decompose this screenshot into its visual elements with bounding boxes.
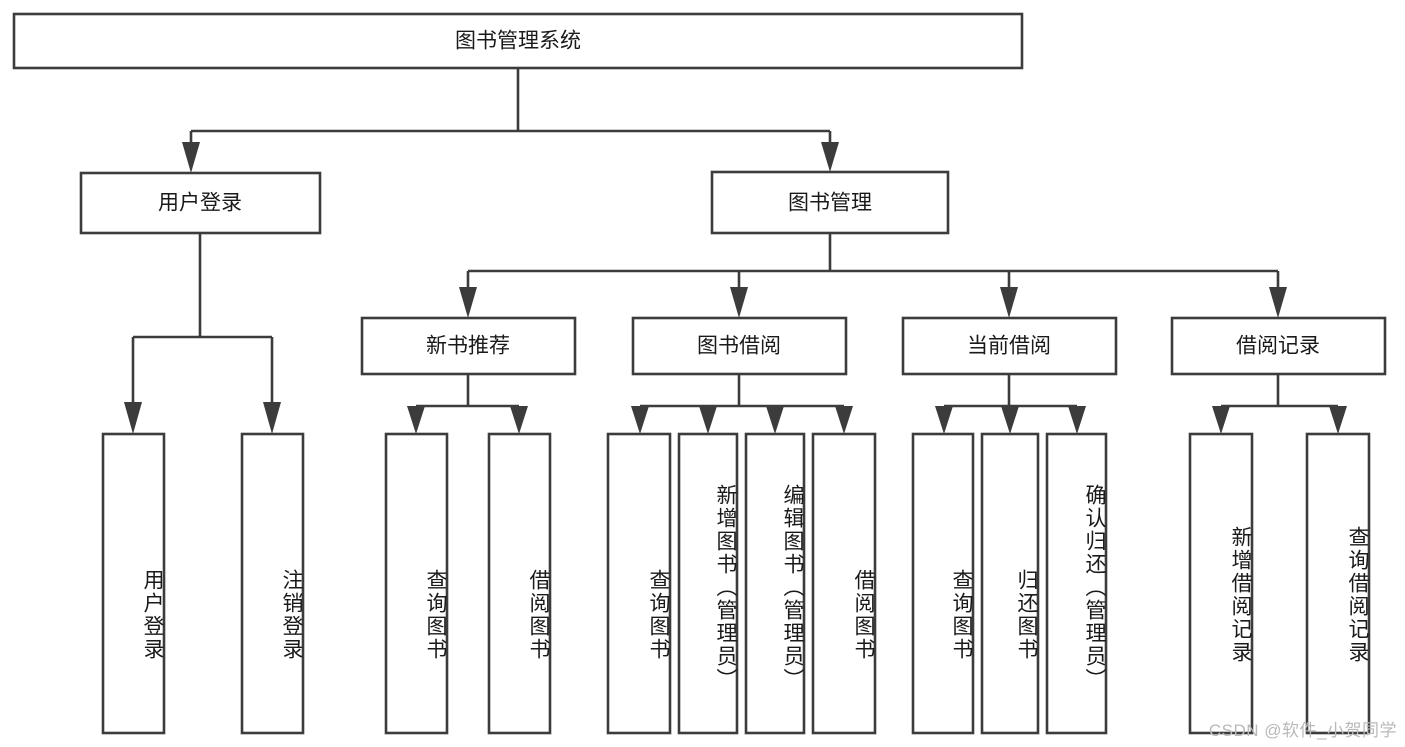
arrowhead-bookborrow-leaf-3 [835,406,853,434]
leaf-box-new-book-1[interactable] [487,432,552,735]
node-new-book-recommend-label: 新书推荐 [426,335,510,358]
arrowhead-to-book-borrow [730,287,748,318]
leaf-box-current-borrow-2[interactable] [1045,432,1108,735]
leaf-box-book-borrow-1[interactable] [677,432,739,735]
arrowhead-newbook-leaf-1 [510,406,528,434]
node-book-borrow-label: 图书借阅 [697,335,781,358]
leaf-box-book-borrow-2[interactable] [744,432,806,735]
leaf-box-book-borrow-0[interactable] [606,432,672,735]
node-book-management-label: 图书管理 [788,192,872,215]
arrowhead-currentborrow-leaf-2 [1068,406,1086,434]
node-root-system-label: 图书管理系统 [455,30,581,53]
node-new-book-recommend[interactable] [360,316,577,376]
node-borrow-records[interactable] [1170,316,1387,376]
node-book-borrow[interactable] [631,316,848,376]
leaf-box-user-login-0[interactable] [101,432,166,735]
arrowhead-to-new-book [459,287,477,318]
node-current-borrow[interactable] [901,316,1118,376]
arrowhead-to-borrow-records [1269,287,1287,318]
leaf-box-book-borrow-3[interactable] [811,432,877,735]
csdn-watermark: CSDN @软件_小贺同学 [1208,721,1397,740]
leaf-box-current-borrow-1[interactable] [980,432,1040,735]
node-current-borrow-label: 当前借阅 [967,335,1051,358]
arrowhead-currentborrow-leaf-0 [935,406,953,434]
node-book-management[interactable] [710,170,950,235]
arrowhead-bookborrow-leaf-0 [631,406,649,434]
arrowhead-currentborrow-leaf-1 [1001,406,1019,434]
arrowhead-to-current-borrow [1000,287,1018,318]
arrowhead-borrowrecords-leaf-0 [1212,406,1230,434]
arrowhead-newbook-leaf-0 [407,406,425,434]
leaf-box-borrow-records-1[interactable] [1305,432,1371,735]
leaf-box-user-login-1[interactable] [240,432,305,735]
arrowhead-borrowrecords-leaf-1 [1329,406,1347,434]
node-root-system[interactable] [12,12,1024,70]
arrowhead-userlogin-leaf-0 [124,402,142,434]
arrowhead-bookborrow-leaf-2 [766,406,784,434]
arrowhead-bookborrow-leaf-1 [699,406,717,434]
arrowhead-userlogin-leaf-1 [263,402,281,434]
leaf-box-new-book-0[interactable] [384,432,449,735]
arrowhead-to-book-mgmt [821,142,839,172]
leaf-box-borrow-records-0[interactable] [1188,432,1254,735]
node-borrow-records-label: 借阅记录 [1236,335,1320,358]
node-user-login-label: 用户登录 [158,192,242,215]
arrowhead-to-user-login [182,142,200,173]
leaf-box-current-borrow-0[interactable] [911,432,975,735]
